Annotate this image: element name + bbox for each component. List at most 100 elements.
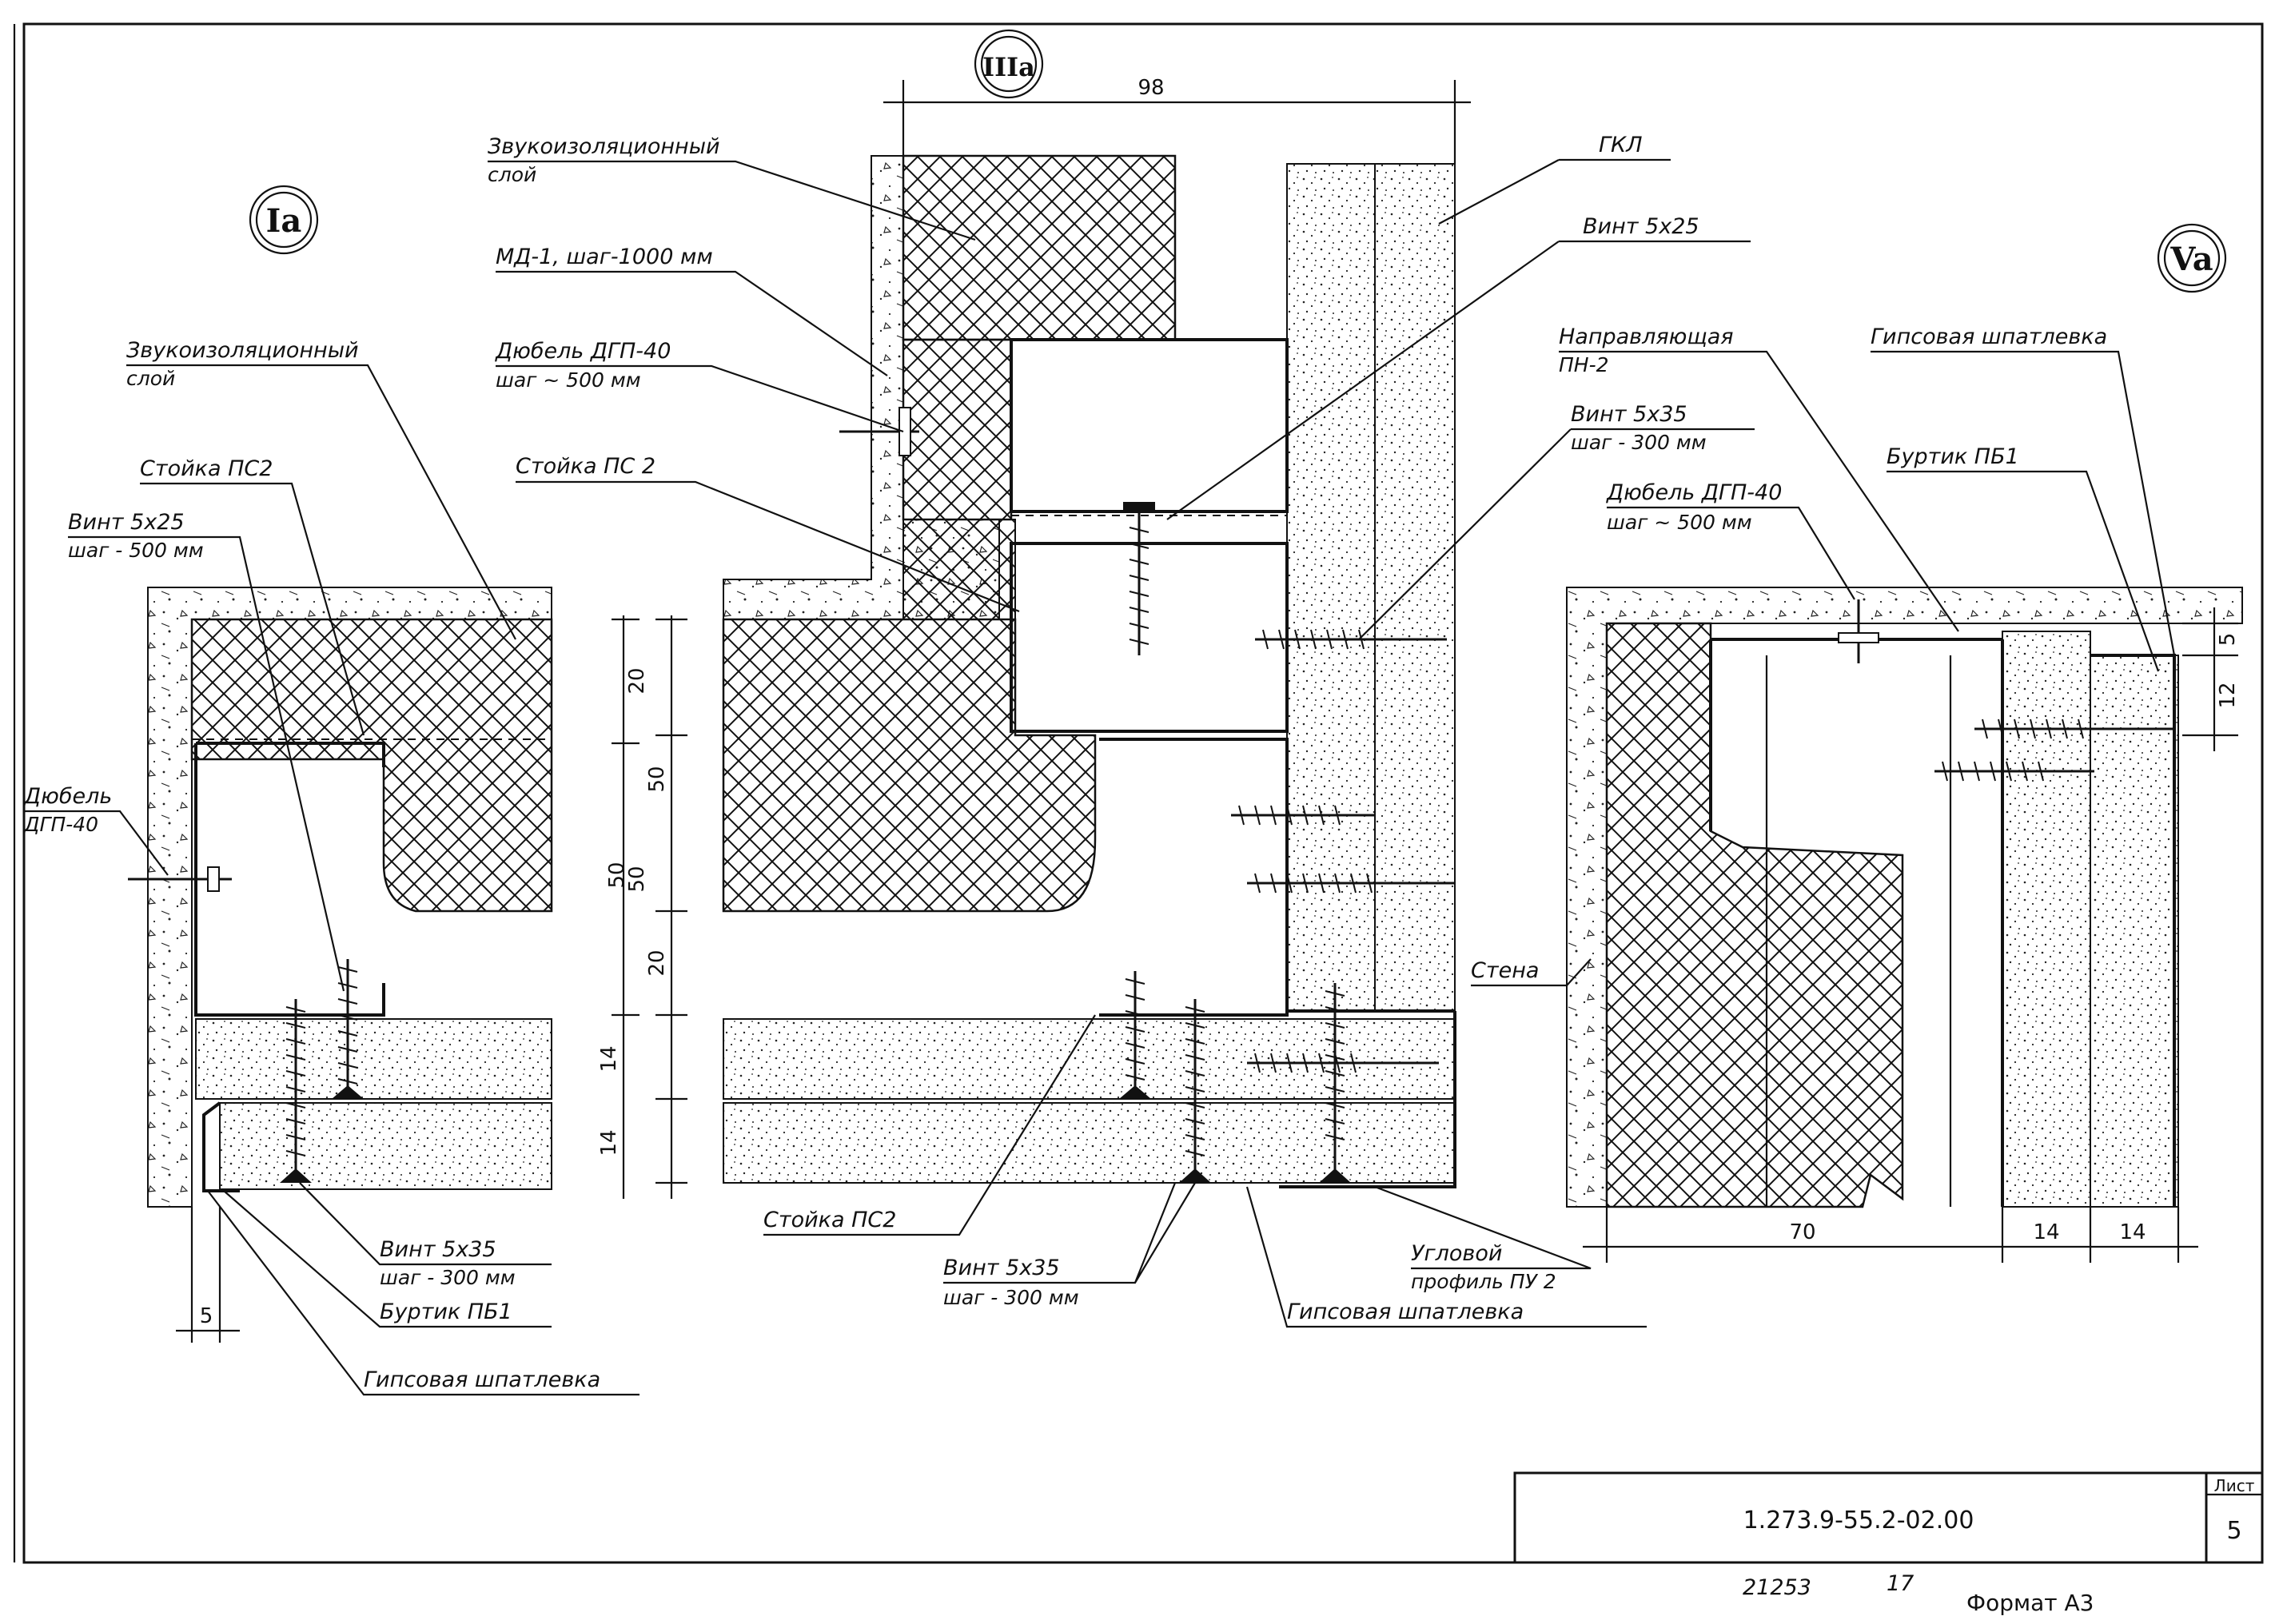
dim-right-14a: 14 — [2033, 1220, 2059, 1244]
title-block: 1.273.9-55.2-02.00 Лист 5 — [1513, 1471, 2264, 1564]
label-dubel-left-1: Дюбель — [23, 784, 112, 809]
detail-bubble-ia: Ia — [249, 185, 319, 255]
inventory-number: 21253 — [1743, 1575, 1811, 1600]
label-dubel-center-2: шаг ~ 500 мм — [496, 368, 641, 392]
dowel-head-center — [898, 407, 911, 456]
bubble-iiia-text: IIIa — [982, 52, 1035, 82]
label-ugol-1: Угловой — [1411, 1241, 1502, 1266]
gkl-horizontal-2 — [723, 1102, 1456, 1184]
gkl-right-2 — [2090, 655, 2179, 1208]
label-zvuko-top-2: слой — [488, 163, 536, 186]
label-vint-left-bottom-1: Винт 5х35 — [380, 1237, 496, 1262]
insulation-right — [1605, 622, 1904, 1208]
label-vint-left-1: Винт 5х25 — [68, 510, 185, 535]
gkl-vertical-2 — [1374, 163, 1456, 1012]
leader-vint-left-bottom — [299, 1182, 552, 1266]
insulation-center-main — [722, 618, 1097, 913]
leader-vint-center — [1166, 240, 1751, 520]
leader-dubel-center — [496, 364, 904, 433]
screw-right-2 — [1934, 761, 2094, 782]
leader-stoyka-left — [140, 482, 365, 736]
inventory-suffix: 17 — [1887, 1571, 1914, 1596]
bubble-va-text: Va — [2169, 241, 2213, 278]
gkl-horizontal-1 — [723, 1018, 1456, 1100]
detail-iiia — [655, 80, 1471, 1199]
gkl-board-left-1 — [195, 1018, 552, 1100]
sheet-frame — [22, 22, 2264, 1564]
label-dubel-center-1: Дюбель ДГП-40 — [495, 339, 671, 364]
stud-profile-center-2 — [1010, 542, 1289, 733]
leader-napr — [1559, 350, 1959, 632]
dim-center-50b: 50 — [605, 862, 629, 888]
leader-zvuko-top — [488, 160, 976, 241]
label-vint-right-1: Винт 5х35 — [1571, 402, 1687, 427]
detail-bubble-va: Va — [2157, 223, 2227, 293]
sheet-label: Лист — [2214, 1476, 2255, 1495]
label-napr-1: Направляющая — [1559, 324, 1734, 349]
label-md1: МД-1, шаг-1000 мм — [496, 245, 713, 269]
dim-right-5: 5 — [2216, 633, 2240, 647]
screw-center-h3 — [1247, 873, 1455, 894]
label-stoyka-center: Стойка ПС 2 — [516, 454, 655, 479]
label-vint-bottom-1: Винт 5х35 — [943, 1256, 1060, 1280]
dim-right-14b: 14 — [2119, 1220, 2146, 1244]
stud-profile-center-1 — [1010, 338, 1289, 513]
detail-va — [1566, 587, 2243, 1263]
dowel-head-left — [207, 866, 220, 892]
label-vint-right-2: шаг - 300 мм — [1571, 431, 1707, 454]
dim-left-50: 50 — [625, 866, 649, 892]
dim-left-20: 20 — [625, 667, 649, 694]
leader-dubel-right — [1607, 506, 1855, 600]
detail-bubble-iiia: IIIa — [974, 29, 1044, 99]
gkl-board-left-2 — [219, 1102, 552, 1190]
leader-vint-left — [68, 535, 345, 992]
leader-gips-center — [1245, 1186, 1647, 1328]
label-ugol-2: профиль ПУ 2 — [1411, 1270, 1556, 1293]
screw-center-v1 — [1119, 971, 1151, 1099]
label-gips-right: Гипсовая шпатлевка — [1871, 324, 2107, 349]
leader-stoyka-center — [516, 480, 1020, 613]
leader-stoyka-bottom — [763, 1014, 1096, 1236]
leader-vint-bottom — [943, 1182, 1196, 1284]
drawing-code: 1.273.9-55.2-02.00 — [1743, 1507, 1974, 1534]
leader-md1 — [496, 270, 888, 376]
insulation-center-upper-2 — [902, 338, 1013, 521]
corner-profile — [1279, 1011, 1456, 1188]
label-gips-center: Гипсовая шпатлевка — [1287, 1300, 1524, 1324]
label-dubel-right-1: Дюбель ДГП-40 — [1606, 480, 1782, 505]
screw-right-1 — [1974, 718, 2174, 739]
dim-center-20: 20 — [645, 949, 669, 976]
edge-bead-left — [202, 1101, 240, 1192]
bubble-ia-text: Ia — [266, 202, 302, 240]
label-zvuko-left-1: Звукоизоляционный — [126, 338, 359, 363]
screw-center-v2 — [1179, 999, 1211, 1183]
leader-stena — [1471, 958, 1592, 987]
dim-center-14b: 14 — [597, 1129, 621, 1156]
leader-gips-left — [207, 1190, 639, 1396]
leader-vint-right — [1358, 428, 1755, 640]
screw-center-v3 — [1319, 983, 1351, 1183]
screw-center-top — [1123, 502, 1155, 655]
title-block-frame — [1513, 1471, 2264, 1564]
gkl-right-1 — [2002, 631, 2091, 1208]
label-gkl: ГКЛ — [1599, 133, 1643, 157]
dowel-head-right — [1838, 632, 1879, 643]
leader-gips-right — [1871, 350, 2176, 656]
leader-burtik-right — [1887, 470, 2160, 672]
label-vint-bottom-2: шаг - 300 мм — [943, 1286, 1079, 1309]
screw-left-1 — [280, 999, 312, 1183]
stud-profile-center-3 — [1099, 738, 1289, 1017]
leader-ugol — [1374, 1185, 1592, 1270]
label-gips-left: Гипсовая шпатлевка — [364, 1367, 600, 1392]
leader-zvuko-left — [126, 364, 516, 640]
dim-center-top: 98 — [1138, 76, 1164, 100]
leader-burtik-left — [223, 1190, 552, 1328]
screw-center-h2 — [1231, 805, 1375, 826]
detail-ia — [128, 587, 639, 1343]
insulation-center-upper — [902, 154, 1177, 341]
screw-center-h4 — [1247, 1053, 1439, 1073]
label-burtik-right: Буртик ПБ1 — [1887, 444, 2019, 469]
label-zvuko-top-1: Звукоизоляционный — [488, 134, 720, 159]
dim-center-50a: 50 — [645, 766, 669, 792]
